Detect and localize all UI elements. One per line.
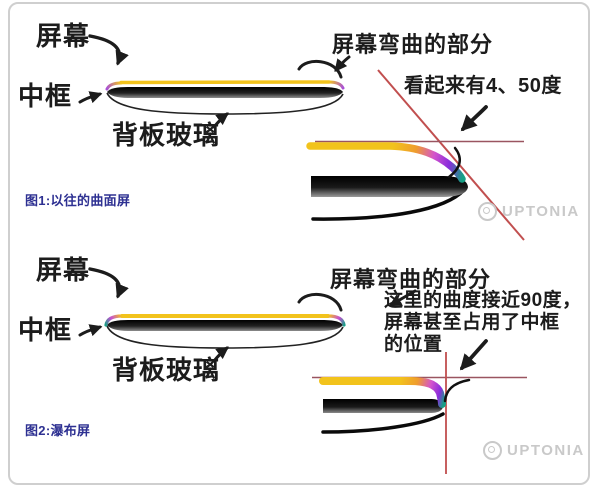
- figure2-note-line2: 屏幕甚至占用了中框: [384, 312, 560, 333]
- figure2-detail-body: [323, 399, 443, 413]
- figure1-back-glass-label: 背板玻璃: [112, 120, 221, 150]
- figure2-screen-corner-left: [104, 314, 124, 327]
- figure1-screen-label: 屏幕: [36, 21, 91, 51]
- figure2-mid-frame-label: 中框: [18, 315, 73, 345]
- figure1-group: [78, 34, 525, 241]
- uptonia-logo-icon: [478, 202, 497, 221]
- figure2-bend-part-label: 屏幕弯曲的部分: [330, 267, 492, 292]
- figure1-screen-corner-right: [327, 80, 345, 90]
- figure2-mid-frame-bar: [107, 320, 343, 331]
- figure2-detail-screen-band: [319, 377, 446, 408]
- figure2-detail-back-curve: [321, 412, 445, 434]
- figure2-bend-hook-curve: [297, 293, 343, 312]
- figure1-caption: 图1:以往的曲面屏: [25, 193, 131, 208]
- figure1-bend-hook-curve: [297, 60, 343, 79]
- figure2-note-line3: 的位置: [384, 334, 443, 355]
- figure2-mid-frame-arrow: [78, 324, 103, 337]
- figure2-caption: 图2:瀑布屏: [25, 423, 91, 438]
- watermark-text: UPTONIA: [502, 203, 580, 220]
- figure2-screen-arrow: [88, 267, 129, 299]
- figure1-mid-frame-bar: [107, 87, 343, 98]
- figure1-angle-arrow: [460, 105, 488, 132]
- figure2-group: [78, 267, 527, 474]
- figure1-screen-line: [119, 80, 331, 85]
- figure1-bend-part-label: 屏幕弯曲的部分: [332, 32, 494, 57]
- figure2-bend-label-arrow: [388, 289, 417, 307]
- figure1-detail-back-curve: [311, 188, 466, 221]
- figure1-mid-frame-arrow: [78, 91, 103, 104]
- figure1-watermark: UPTONIA: [478, 202, 580, 221]
- figure1-angle-arc: [447, 146, 462, 179]
- figure1-back-glass-arrow: [212, 112, 230, 129]
- figure2-back-glass-arrow: [212, 346, 230, 363]
- figure1-detail-screen-band: [306, 142, 466, 183]
- figure2-wrap-indicator-curve: [443, 378, 471, 403]
- figure1-mid-frame-label: 中框: [18, 81, 73, 111]
- figure2-note: 这里的曲度接近90度， 屏幕甚至占用了中框 的位置: [384, 290, 584, 356]
- figure1-detail-body: [311, 176, 468, 197]
- figure2-back-glass-label: 背板玻璃: [112, 355, 221, 385]
- figure2-watermark: UPTONIA: [483, 441, 585, 460]
- figure2-screen-label: 屏幕: [36, 255, 91, 285]
- figure2-screen-corner-right: [326, 314, 346, 327]
- watermark-text: UPTONIA: [507, 442, 585, 459]
- figure2-note-line1: 这里的曲度接近90度，: [384, 290, 582, 311]
- figure1-diagonal-guide-line: [377, 69, 525, 241]
- figure1-bend-label-arrow: [334, 55, 351, 72]
- figure1-screen-corner-left: [105, 81, 123, 91]
- figure1-angle-note-label: 看起来有4、50度: [404, 75, 562, 97]
- figure2-note-arrow: [459, 339, 488, 371]
- uptonia-logo-icon: [483, 441, 502, 460]
- image-border-frame: [8, 2, 590, 485]
- figure1-screen-arrow: [88, 34, 129, 66]
